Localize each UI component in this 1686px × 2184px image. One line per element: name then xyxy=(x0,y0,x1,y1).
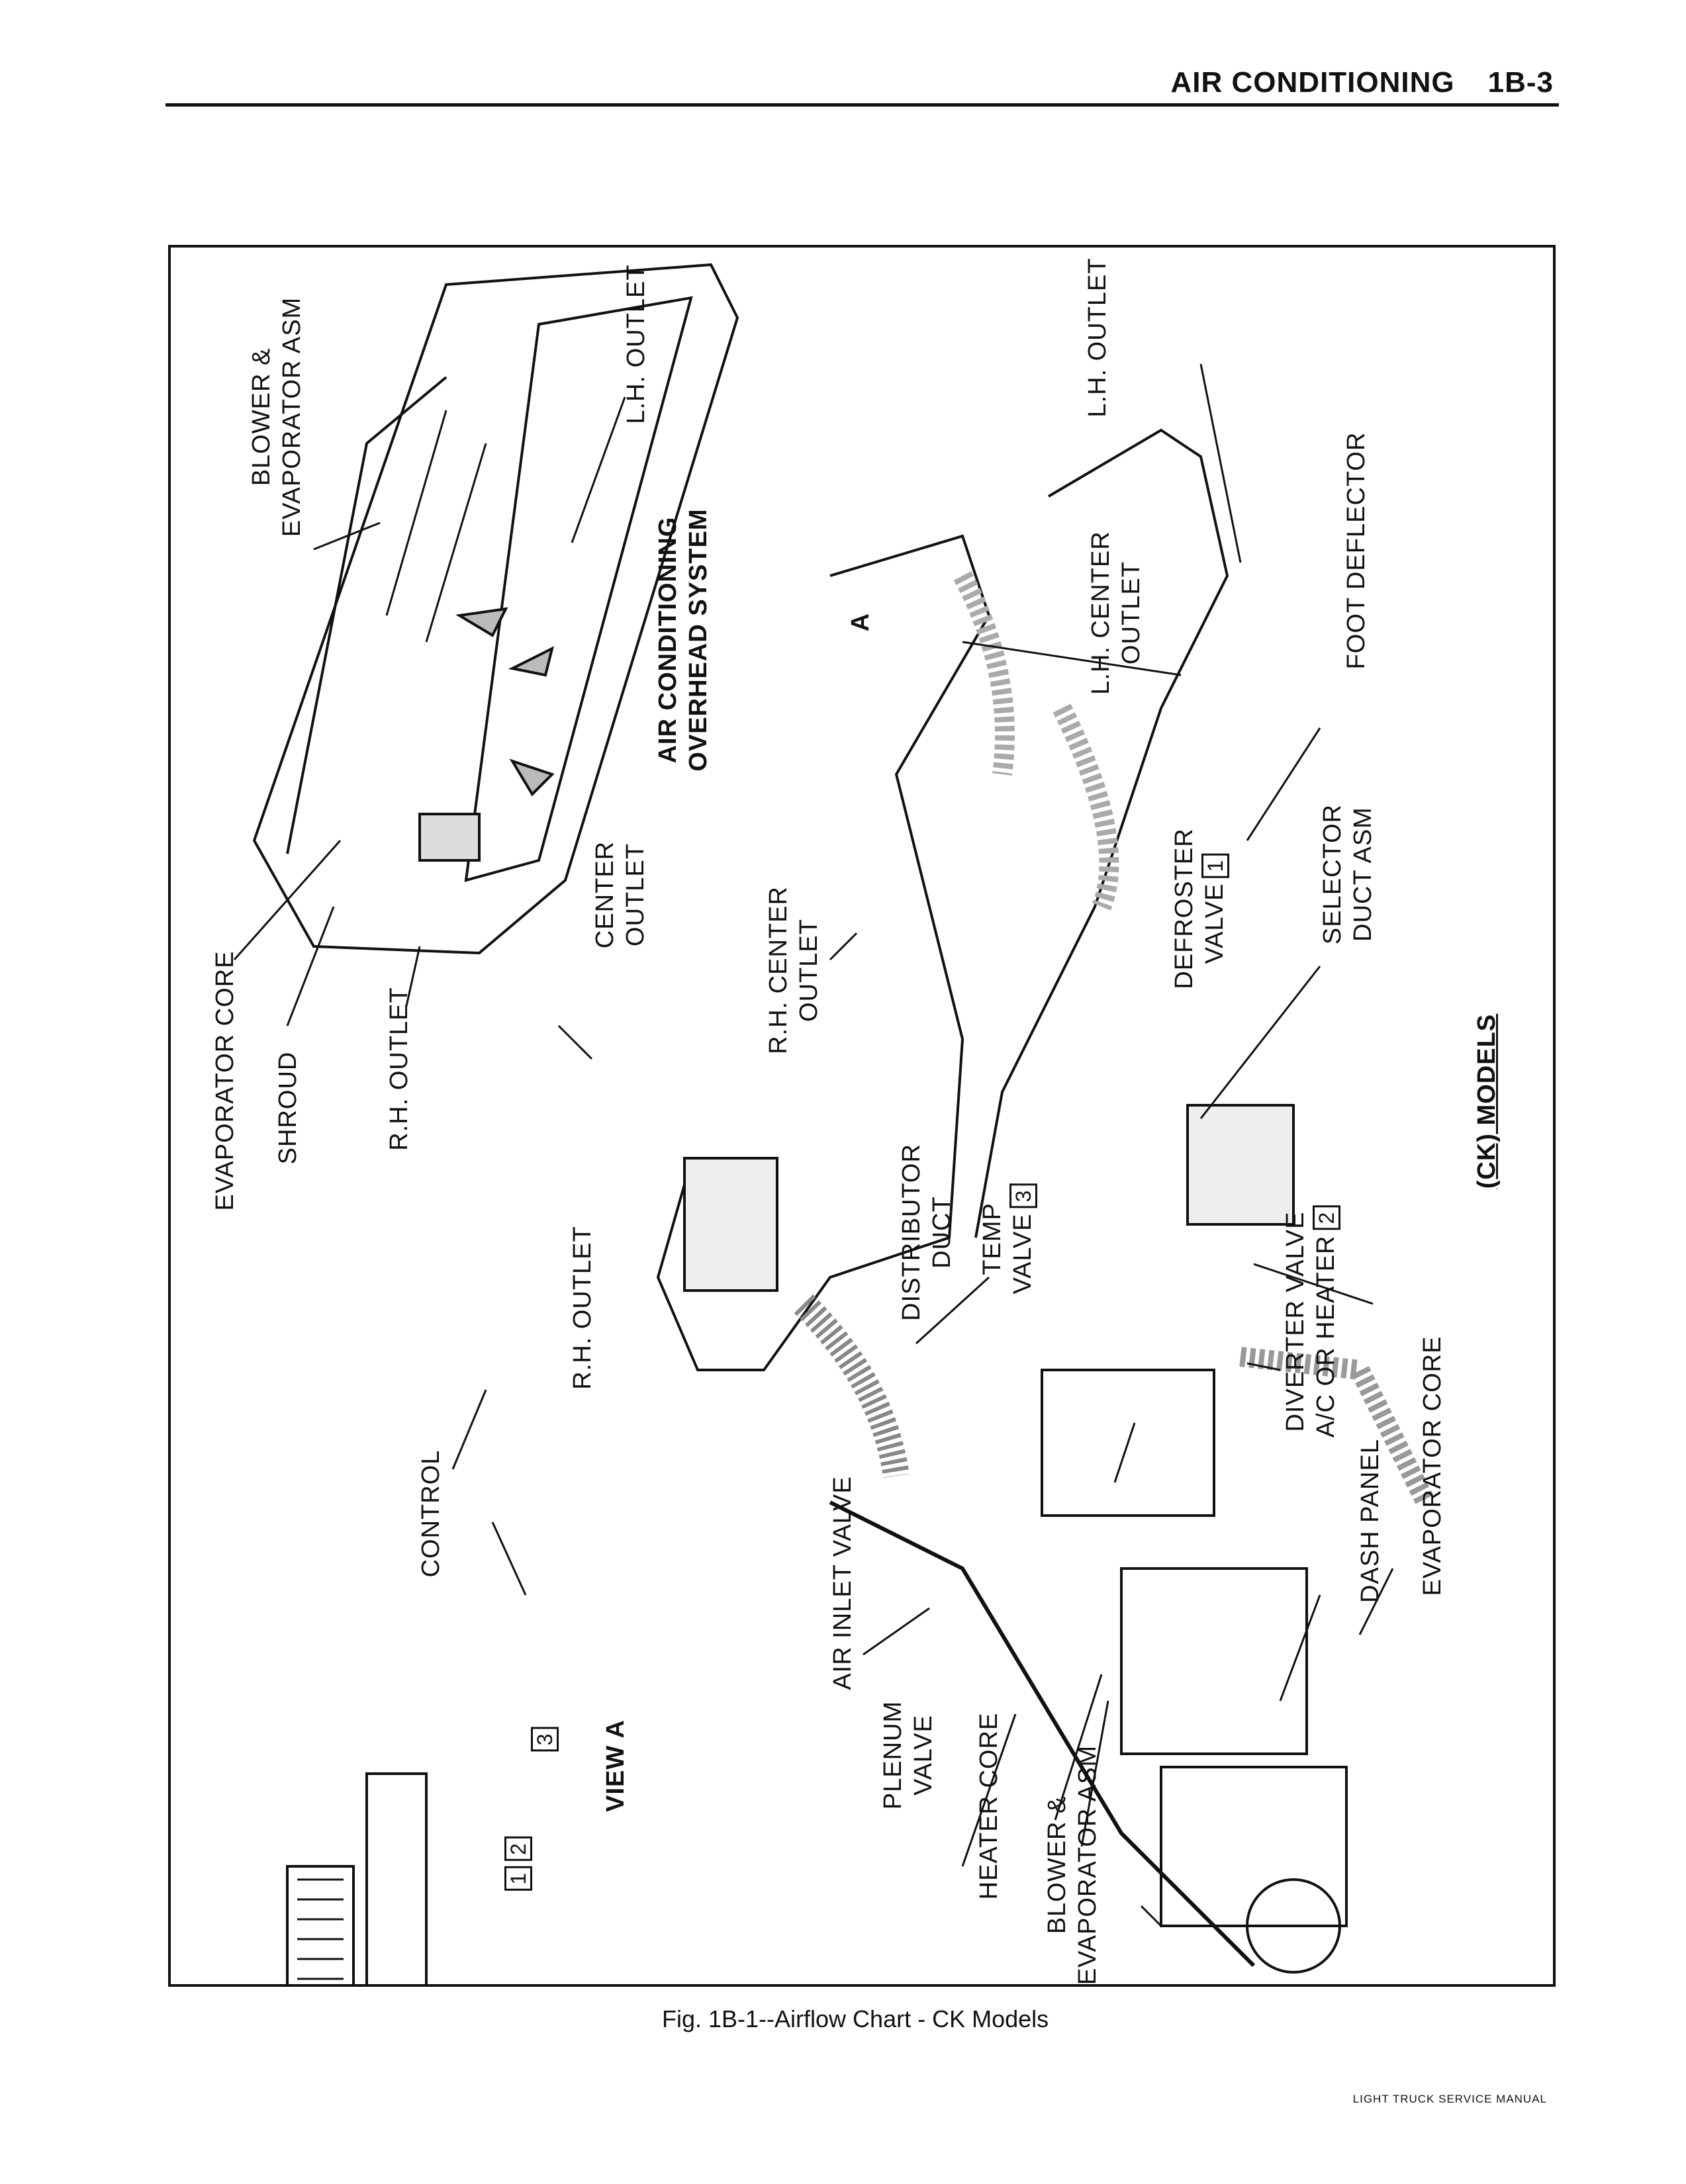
label-ck-models: (CK) MODELS xyxy=(1472,1014,1502,1189)
callout-box-2: 2 xyxy=(1313,1205,1340,1230)
callout-box-1: 1 xyxy=(1201,853,1229,878)
label-shroud: SHROUD xyxy=(274,1051,302,1165)
label-line: VALVE xyxy=(1201,883,1229,964)
label-line: L.H. CENTER xyxy=(1087,531,1115,695)
callout-box-2: 2 xyxy=(504,1837,532,1861)
main-duct-drawing xyxy=(656,428,1435,1974)
callout-box-1: 1 xyxy=(504,1866,532,1891)
label-air-inlet-valve: AIR INLET VALVE xyxy=(829,1476,857,1690)
label-line: DUCT ASM xyxy=(1349,807,1377,942)
label-line: SELECTOR xyxy=(1319,803,1346,945)
label-line: PLENUM xyxy=(879,1700,907,1810)
header-rule xyxy=(165,103,1559,107)
label-dash-panel: DASH PANEL xyxy=(1356,1439,1384,1603)
view-a-control-drawing xyxy=(286,1772,428,1987)
airflow-diagram xyxy=(233,263,1435,1987)
label-line: OVERHEAD SYSTEM xyxy=(684,508,712,772)
label-lh-outlet-top: L.H. OUTLET xyxy=(622,264,650,424)
label-line: DUCT xyxy=(928,1196,956,1269)
label-evaporator-core-top: EVAPORATOR CORE xyxy=(211,950,239,1211)
label-line: OUTLET xyxy=(795,919,823,1022)
label-rh-outlet: R.H. OUTLET xyxy=(569,1226,596,1390)
label-line: EVAPORATOR ASM xyxy=(278,296,306,537)
label-heater-core: HEATER CORE xyxy=(975,1712,1003,1900)
models-heading: (CK) MODELS xyxy=(1473,1013,1501,1189)
figure-frame xyxy=(168,245,1556,1987)
label-line: VALVE xyxy=(910,1715,937,1796)
page-footer: LIGHT TRUCK SERVICE MANUAL xyxy=(1352,2093,1547,2105)
callout-box-3: 3 xyxy=(1009,1183,1037,1208)
label-box-3: 3 xyxy=(529,1727,559,1757)
label-boxes-1-2: 12 xyxy=(502,1837,533,1896)
view-a-marker: A xyxy=(847,612,874,632)
label-line: AIR CONDITIONING xyxy=(654,516,682,764)
label-blower-evaporator: BLOWER &EVAPORATOR ASM xyxy=(1042,1745,1103,1985)
callout-box-3: 3 xyxy=(531,1727,559,1752)
label-blower-evaporator-top: BLOWER &EVAPORATOR ASM xyxy=(246,297,307,537)
label-line: DIVERTER VALVE xyxy=(1282,1211,1309,1432)
label-line: R.H. CENTER xyxy=(765,886,792,1054)
section-title: AIR CONDITIONING xyxy=(1170,66,1455,99)
leader-lines xyxy=(233,363,1394,1927)
label-line: VALVE xyxy=(1009,1213,1037,1295)
label-line: BLOWER & xyxy=(1043,1796,1071,1934)
label-line: BLOWER & xyxy=(248,347,275,486)
label-line: EVAPORATOR ASM xyxy=(1074,1745,1101,1985)
label-lh-outlet: L.H. OUTLET xyxy=(1084,257,1111,418)
page-header: AIR CONDITIONING 1B-3 xyxy=(1171,66,1554,99)
label-view-a: VIEW A xyxy=(602,1719,630,1812)
label-evaporator-core: EVAPORATOR CORE xyxy=(1419,1336,1446,1596)
label-line: DISTRIBUTOR xyxy=(898,1144,925,1321)
label-line: OUTLET xyxy=(622,843,649,946)
overhead-system-drawing xyxy=(252,263,739,955)
label-line: A/C OR HEATER xyxy=(1312,1235,1340,1438)
label-foot-deflector: FOOT DEFLECTOR xyxy=(1342,432,1370,670)
label-line: OUTLET xyxy=(1117,561,1145,664)
figure-caption: Fig. 1B-1--Airflow Chart - CK Models xyxy=(662,2005,1049,2032)
label-line: CENTER xyxy=(591,841,619,949)
page-number: 1B-3 xyxy=(1487,66,1554,99)
label-line: TEMP xyxy=(978,1203,1006,1275)
label-rh-outlet-top: R.H. OUTLET xyxy=(385,987,413,1151)
label-line: DEFROSTER xyxy=(1170,828,1198,989)
label-control: CONTROL xyxy=(417,1449,445,1578)
